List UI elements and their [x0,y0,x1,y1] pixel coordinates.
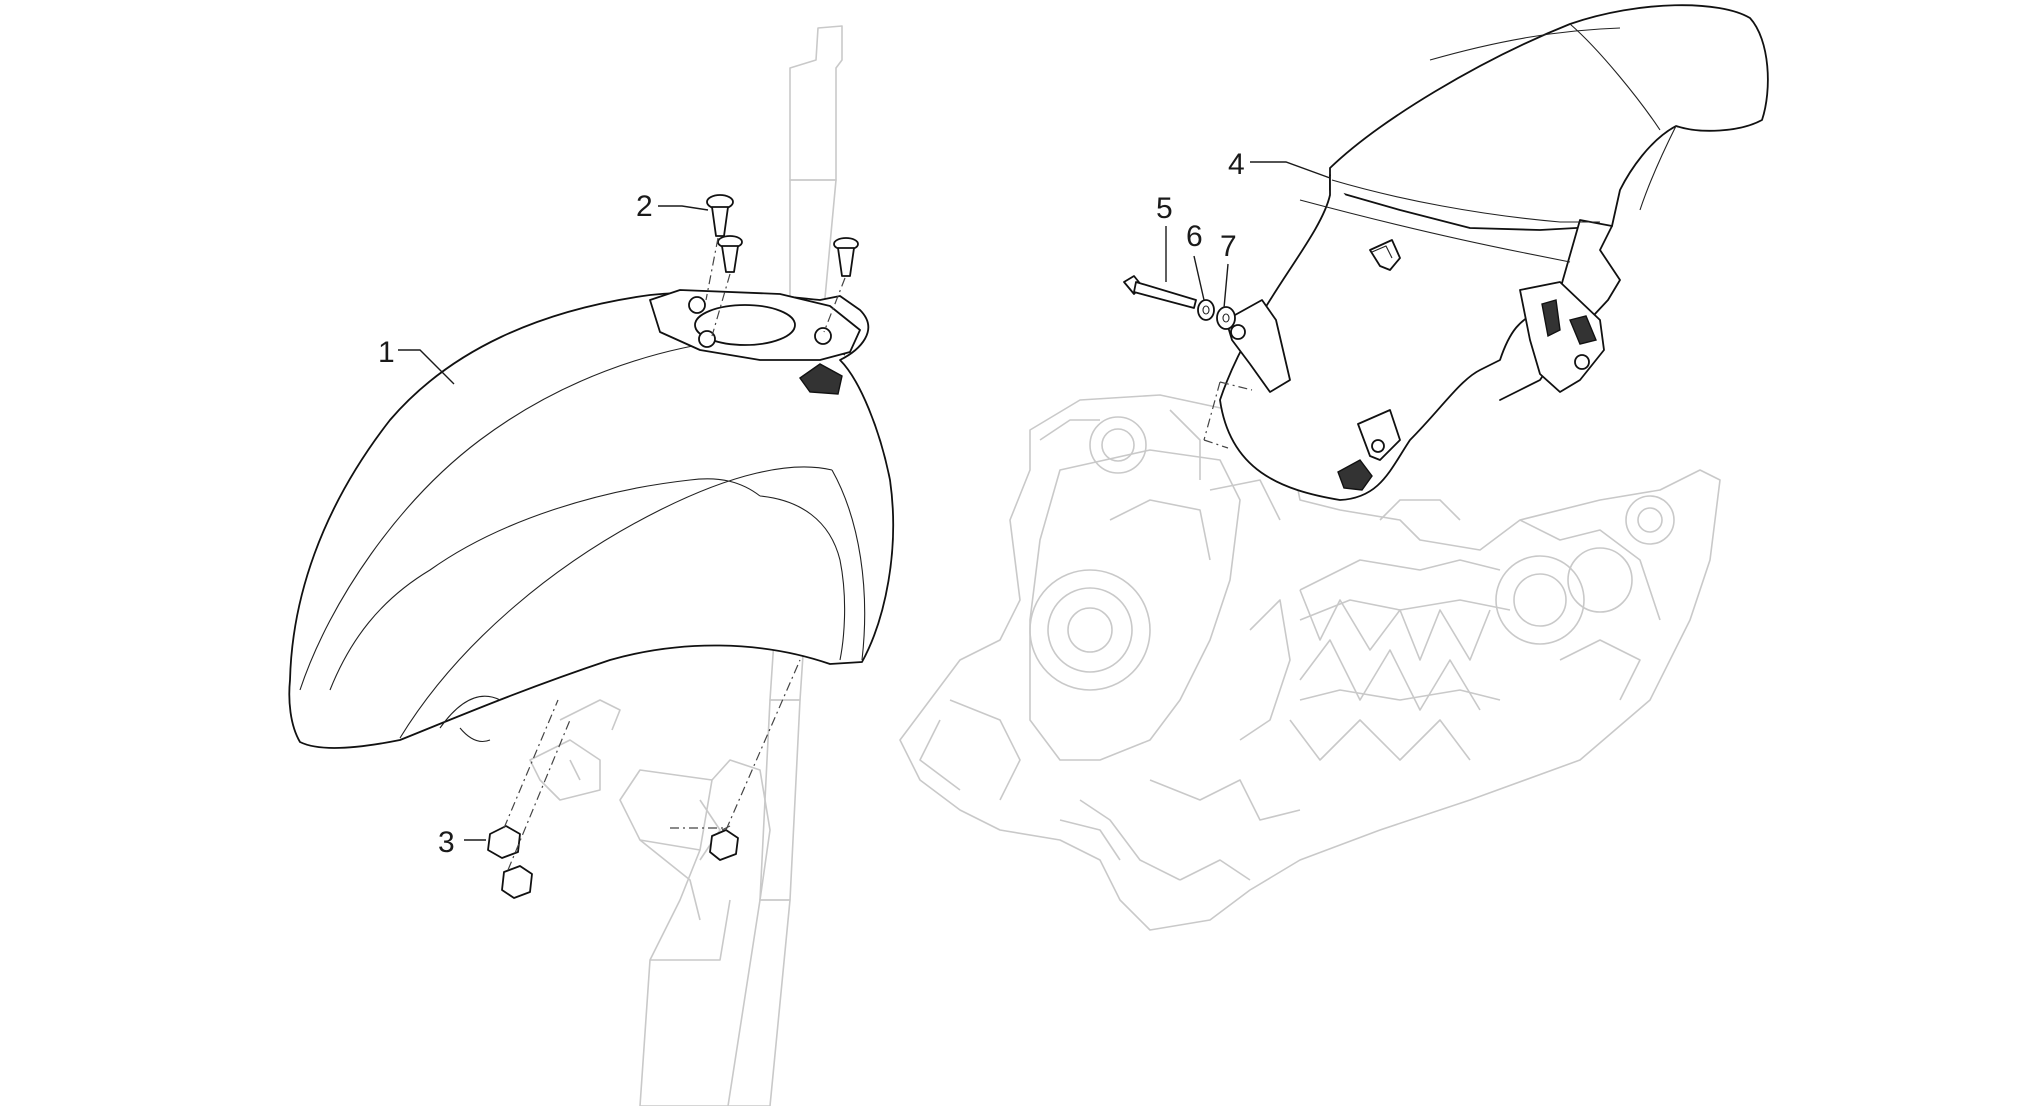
part-5-bolt [1123,275,1197,309]
part-7-washer [1216,306,1236,330]
part-6-washer [1197,299,1215,321]
part-3-nuts [487,659,801,899]
part-1-front-fender [288,289,895,749]
callout-3: 3 [438,826,455,859]
screw-2b [717,235,743,273]
callout-7: 7 [1220,230,1237,263]
fork-steering-tube-ghost [529,25,843,1106]
callout-2: 2 [636,190,653,223]
engine-crankcase-ghost [899,394,1721,931]
part-2-screws [705,194,859,337]
part-4-rear-hugger [1219,4,1769,501]
screw-2c [833,237,859,277]
callout-1: 1 [378,336,395,369]
callout-6: 6 [1186,220,1203,253]
screw-2a [706,194,734,237]
callout-leaders [398,161,1331,841]
callout-5: 5 [1156,192,1173,225]
callout-4: 4 [1228,148,1245,181]
callout-labels: 1 2 3 4 5 6 7 [378,148,1245,859]
